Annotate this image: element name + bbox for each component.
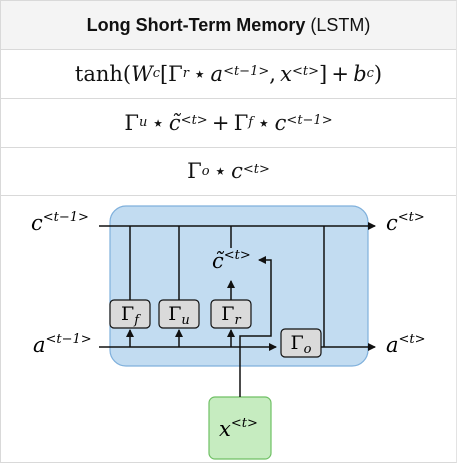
svg-text:Γo: Γo (290, 332, 311, 357)
gamma-u: Γ (124, 110, 139, 135)
gamma-f: Γ (233, 110, 249, 135)
weight-sub: c (152, 66, 160, 81)
gate-output-box (280, 328, 322, 358)
gate-output-symbol: Γ (290, 332, 303, 354)
gate-relevance: Γr (210, 299, 252, 329)
bias-b: b (353, 61, 367, 86)
gamma-u-sub: u (138, 115, 148, 130)
gamma-symbol: Γ (168, 61, 183, 86)
label-c-prev: c<t−1> (31, 210, 89, 235)
gamma-f-sub: f (248, 115, 254, 130)
var-ctilde: c̃ (168, 110, 181, 135)
var-x: x (280, 61, 292, 86)
gate-forget-box (109, 299, 151, 329)
gate-relevance-box (210, 299, 252, 329)
var-a: a (210, 61, 224, 86)
gate-output: Γo (280, 328, 322, 358)
label-ctilde: c̃<t> (212, 248, 251, 273)
gate-relevance-sub: r (234, 313, 241, 328)
gate-update-box (158, 299, 200, 329)
connections (99, 222, 376, 397)
star-op: ⋆ (213, 159, 227, 183)
comma: , (269, 61, 276, 86)
label-a-prev: a<t−1> (33, 332, 92, 357)
var-a-sup: <t−1> (223, 64, 270, 79)
var-c-sup: <t> (242, 161, 270, 177)
star-op: ⋆ (151, 110, 165, 135)
gate-output-sub: o (304, 342, 312, 357)
label-c-next: c<t> (386, 210, 425, 235)
gate-forget-sub: f (133, 313, 141, 328)
svg-text:Γf: Γf (121, 303, 141, 328)
gamma-sub: r (182, 66, 189, 81)
svg-text:Γu: Γu (168, 303, 190, 328)
svg-text:Γr: Γr (221, 303, 241, 328)
var-ctilde-sup: <t> (180, 113, 208, 128)
table-header: Long Short-Term Memory (LSTM) (1, 1, 456, 50)
header-title-rest: (LSTM) (310, 14, 371, 35)
var-x-sup: <t> (291, 64, 319, 79)
header-title-bold: Long Short-Term Memory (86, 14, 306, 35)
gate-update: Γu (158, 299, 200, 329)
plus-op: + (211, 110, 230, 135)
gamma-o: Γ (187, 159, 202, 183)
star-op: ⋆ (193, 61, 207, 86)
gate-relevance-symbol: Γ (221, 303, 234, 325)
var-c: c (231, 159, 243, 183)
gate-forget-symbol: Γ (121, 303, 134, 325)
wire-input-to-ctilde (239, 256, 272, 347)
var-c-sup: <t−1> (286, 113, 333, 128)
star-op-2: ⋆ (257, 110, 271, 135)
lstm-cell-box (109, 205, 369, 367)
lstm-diagram: Γf Γu Γr Γo c<t−1> c<t> a<t−1> a<t> c̃<t… (31, 205, 426, 460)
label-a-next: a<t> (386, 332, 426, 357)
gate-update-sub: u (181, 313, 189, 328)
weight-w: W (131, 61, 153, 86)
gamma-o-sub: o (201, 163, 210, 179)
var-c: c (274, 110, 287, 135)
tanh-fn: tanh (74, 61, 123, 86)
bias-sub: c (366, 66, 374, 81)
gate-update-symbol: Γ (168, 303, 181, 325)
gate-forget: Γf (109, 299, 151, 329)
label-x: x<t> (219, 416, 258, 441)
